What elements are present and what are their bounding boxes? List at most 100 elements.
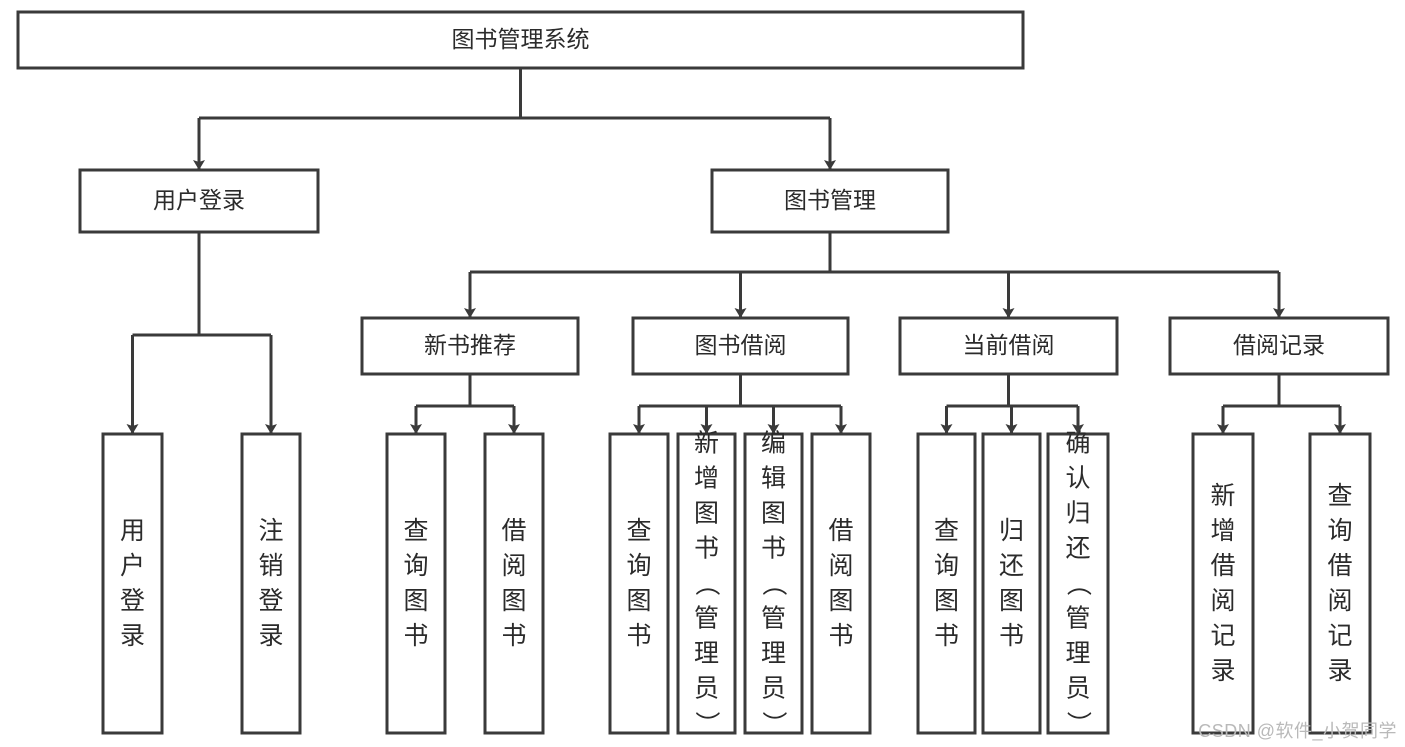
node-label-char: 增 [694,465,719,493]
node-leaf-add-record[interactable]: 新增借阅记录新增借阅记录 [1191,432,1255,735]
node-current-borrow[interactable]: 当前借阅 [898,316,1119,376]
node-label-char: ） [760,711,788,736]
node-label-char: 用 [120,517,145,545]
node-label-char: 图 [999,587,1024,615]
node-box [1308,432,1372,735]
node-box [360,316,580,376]
node-leaf-logout[interactable]: 注销登录注销登录 [240,432,302,735]
node-label-char: 确 [1065,430,1090,458]
node-label-char: 销 [258,552,283,580]
node-label-char: 图 [626,587,651,615]
node-label-char: ） [693,711,721,736]
node-label-char: 询 [403,552,428,580]
node-label-char: 阅 [1327,587,1352,615]
node-leaf-borrow-book-2[interactable]: 借阅图书借阅图书 [810,432,872,735]
node-label-char: 阅 [1210,587,1235,615]
node-label: 借阅记录 [1233,332,1325,358]
node-box [101,432,164,735]
node-leaf-query-book-1[interactable]: 查询图书查询图书 [385,432,447,735]
node-label-char: 查 [403,517,428,545]
node-label-char: 图 [501,587,526,615]
node-borrow-record[interactable]: 借阅记录 [1168,316,1390,376]
node-label-char: 查 [1327,482,1352,510]
node-label-char: （ [1064,571,1092,596]
node-label-char: （ [693,571,721,596]
node-box [916,432,977,735]
node-label: 当前借阅 [963,332,1055,358]
node-label-char: 阅 [828,552,853,580]
node-label-char: 员 [761,675,786,703]
node-label: 用户登录 [153,187,245,213]
node-label-char: 认 [1065,465,1090,493]
node-box [631,316,850,376]
node-user-login[interactable]: 用户登录 [78,168,320,234]
node-label-char: 登 [258,587,283,615]
node-box [240,432,302,735]
node-box [1191,432,1255,735]
node-leaf-borrow-book-1[interactable]: 借阅图书借阅图书 [483,432,545,735]
node-label-char: 录 [120,622,145,650]
node-label-char: 增 [1210,517,1235,545]
node-label-char: 辑 [761,465,786,493]
node-label-char: 记 [1327,622,1352,650]
node-book-manage[interactable]: 图书管理 [710,168,950,234]
node-label-char: 书 [999,622,1024,650]
node-label-char: 员 [694,675,719,703]
node-label-char: 还 [1065,535,1090,563]
node-label-char: 员 [1065,675,1090,703]
node-label-char: 录 [1210,657,1235,685]
node-box [810,432,872,735]
node-label-char: 还 [999,552,1024,580]
node-box [898,316,1119,376]
node-label-char: 查 [626,517,651,545]
watermark: CSDN @软件_小贺同学 [1198,721,1397,741]
node-box [676,432,737,735]
node-label-char: 新 [1210,482,1235,510]
node-box [743,432,804,735]
node-label: 图书管理系统 [452,26,590,52]
node-label-char: 书 [403,622,428,650]
node-box [483,432,545,735]
node-root[interactable]: 图书管理系统 [16,10,1025,70]
node-label-char: 记 [1210,622,1235,650]
node-label-char: 新 [694,430,719,458]
node-label-char: 借 [828,517,853,545]
node-label-char: 书 [694,535,719,563]
node-box [981,432,1042,735]
node-label-char: 图 [403,587,428,615]
node-new-book-rec[interactable]: 新书推荐 [360,316,580,376]
node-label-char: 图 [694,500,719,528]
node-label-char: 录 [258,622,283,650]
node-label-char: 书 [828,622,853,650]
node-label-char: 书 [626,622,651,650]
node-label-char: 阅 [501,552,526,580]
node-label-char: 询 [1327,517,1352,545]
node-leaf-return-book[interactable]: 归还图书归还图书 [981,432,1042,735]
node-box [710,168,950,234]
node-label-char: 书 [501,622,526,650]
node-leaf-user-login[interactable]: 用户登录用户登录 [101,432,164,735]
node-box [16,10,1025,70]
node-leaf-query-book-3[interactable]: 查询图书查询图书 [916,432,977,735]
node-label-char: 管 [1065,605,1090,633]
node-label-char: 注 [258,517,283,545]
node-leaf-query-record[interactable]: 查询借阅记录查询借阅记录 [1308,432,1372,735]
node-label-char: 书 [934,622,959,650]
node-label-char: 借 [501,517,526,545]
node-box [78,168,320,234]
node-box [385,432,447,735]
node-label-char: 借 [1210,552,1235,580]
node-label: 新书推荐 [424,332,516,358]
node-box [1046,432,1110,735]
node-label-char: 理 [694,640,719,668]
node-label-char: 借 [1327,552,1352,580]
node-label-char: 图 [828,587,853,615]
node-label-char: 归 [1065,500,1090,528]
node-leaf-query-book-2[interactable]: 查询图书查询图书 [608,432,670,735]
node-box [608,432,670,735]
node-book-borrow[interactable]: 图书借阅 [631,316,850,376]
node-label-char: 录 [1327,657,1352,685]
